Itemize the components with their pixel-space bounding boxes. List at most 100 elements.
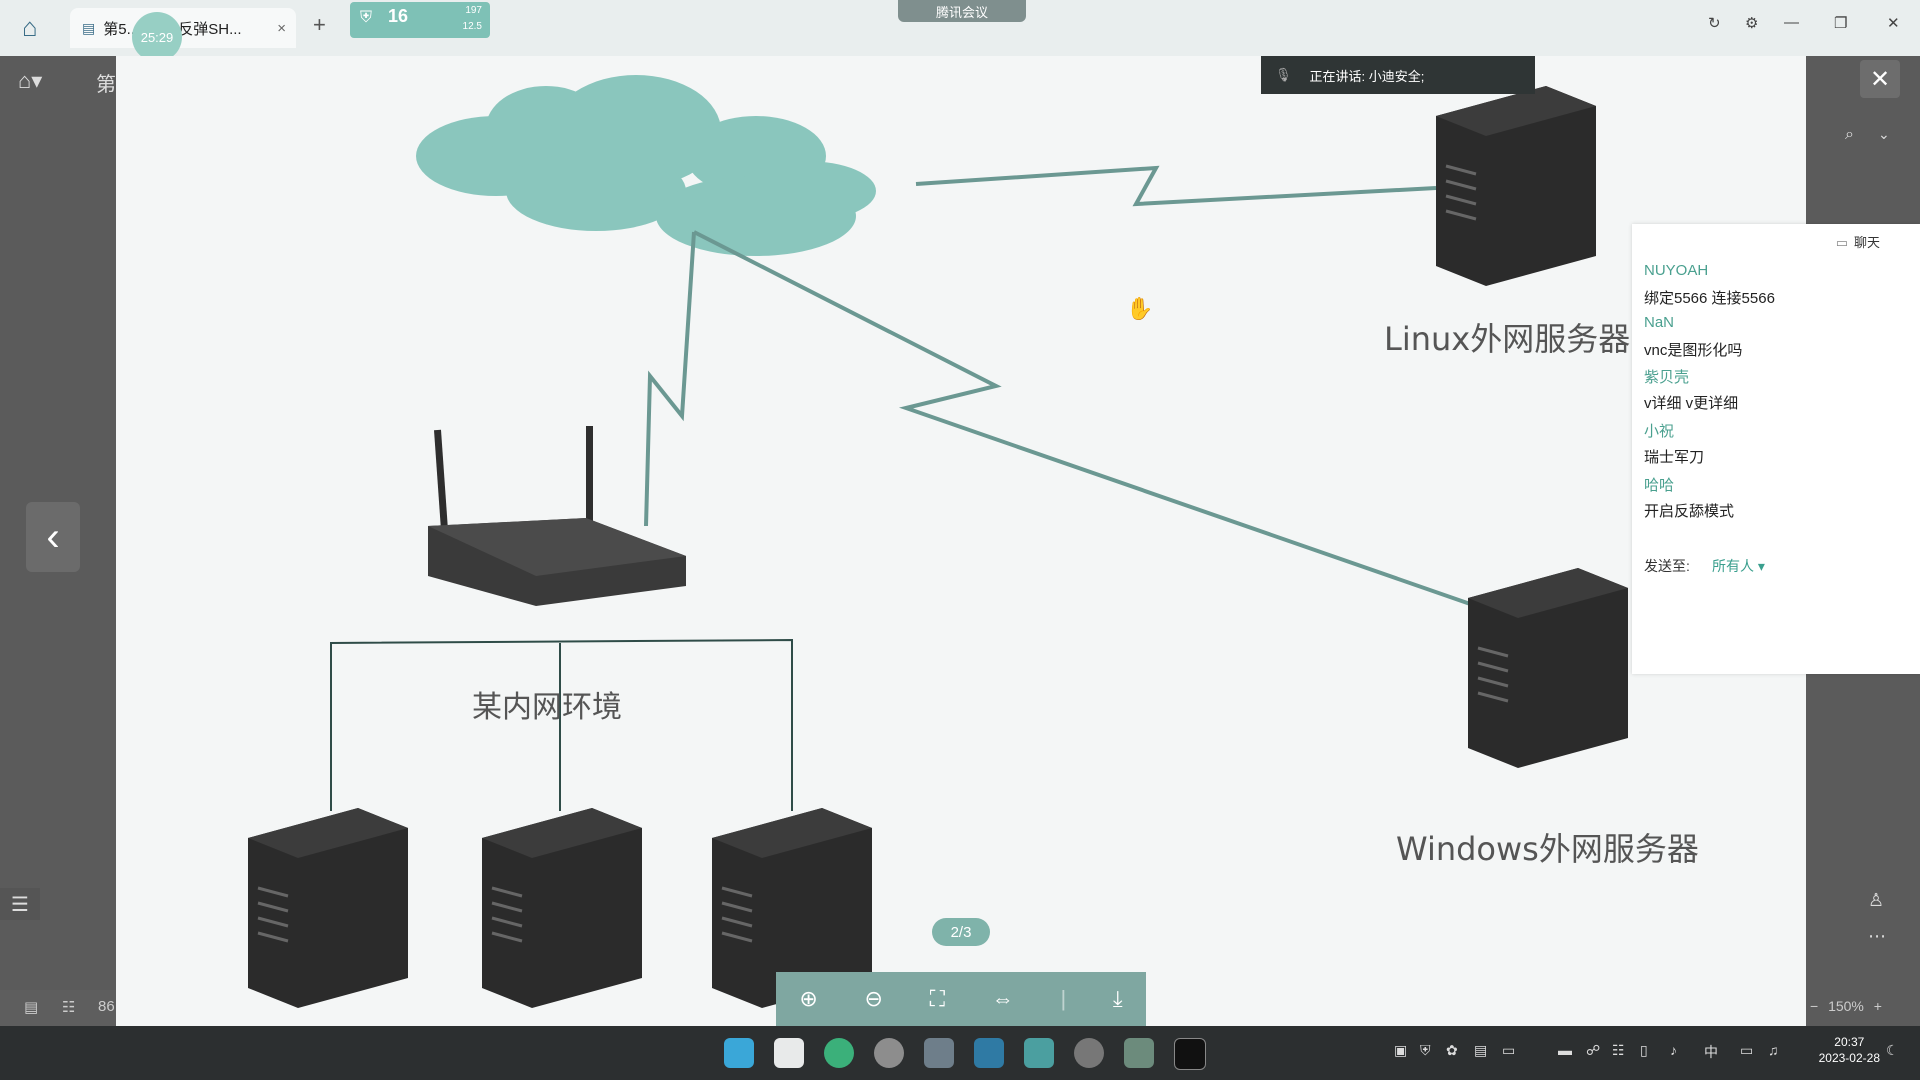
slides-app-icon[interactable] (974, 1038, 1004, 1068)
zoom-in-icon[interactable]: ⊕ (799, 986, 818, 1011)
monitor-tray-icon[interactable]: ▬ (1558, 1042, 1572, 1058)
refresh-icon[interactable]: ↻ (1708, 15, 1721, 32)
file-explorer-icon[interactable] (774, 1038, 804, 1068)
fit-width-icon[interactable]: ⇔ (991, 986, 1014, 1011)
viewer-toolbar: ⊕ ⊖ ⛶ ⇔ | ⤓ (776, 972, 1146, 1026)
meeting-badge[interactable]: 腾讯会议 (898, 0, 1026, 22)
close-viewer-button[interactable]: ✕ (1860, 60, 1900, 98)
settings-icon[interactable]: ⚙ (1745, 15, 1759, 32)
minimize-button[interactable]: — (1784, 14, 1799, 31)
chat-message: 瑞士军刀 (1644, 449, 1705, 466)
outline-button[interactable]: ☰ (0, 888, 40, 920)
microphone-icon: 🎙 (1275, 67, 1292, 82)
chat-message: vnc是图形化吗 (1644, 342, 1743, 359)
clock-date: 2023-02-28 (1818, 1051, 1880, 1065)
timer-badge: 25:29 (132, 12, 182, 62)
taskbar: ▣ ⛨ ✿ ▤ ▭ ▬ ☍ ☷ ▯ ♪ 中 ▭ ♫ 20:37 2023-02-… (0, 1026, 1920, 1080)
intranet-label: 某内网环境 (472, 690, 622, 725)
speaking-indicator: 🎙 正在讲话: 小迪安全; (1261, 56, 1535, 94)
server-icon-windows (1468, 568, 1628, 768)
server-icon-linux (1436, 86, 1596, 286)
chat-sender: NUYOAH (1644, 262, 1709, 279)
browser-tab[interactable]: ▤ 第5... 入门-反弹SH... × (70, 8, 296, 48)
slide-canvas: Linux外网服务器 Windows外网服务器 某内网环境 ✋ (116, 56, 1806, 1026)
server-icon-intranet-1 (248, 808, 408, 1008)
chat-message: 绑定5566 连接5566 (1644, 290, 1775, 307)
shirt-icon[interactable]: ♙ (1868, 890, 1885, 910)
gear-tray-icon[interactable]: ✿ (1446, 1042, 1458, 1058)
left-bottom-value: 86 (98, 998, 115, 1015)
app-icon[interactable] (924, 1038, 954, 1068)
maximize-button[interactable]: ❐ (1834, 15, 1848, 32)
server-icon-intranet-2 (482, 808, 642, 1008)
terminal-icon[interactable] (1174, 1038, 1206, 1070)
zoom-out-icon[interactable]: ⊖ (864, 986, 883, 1011)
link-router (644, 231, 696, 527)
search-icon[interactable]: ⌕ (1845, 126, 1854, 143)
notification-icon[interactable]: ☾ (1886, 1042, 1899, 1058)
layout-icon[interactable]: ☷ (62, 999, 76, 1016)
start-icon[interactable] (724, 1038, 754, 1068)
app-tray-icon[interactable]: ▤ (1474, 1042, 1488, 1058)
chat-message: 开启反舔模式 (1644, 503, 1735, 520)
network-diagram (248, 75, 1628, 1008)
cloud-icon (416, 75, 876, 256)
linux-server-label: Linux外网服务器 (1384, 320, 1631, 358)
clock[interactable]: 20:37 2023-02-28 (1819, 1034, 1880, 1066)
fullscreen-icon[interactable]: ⛶ (929, 986, 946, 1011)
tray-icon[interactable]: ▣ (1394, 1042, 1408, 1058)
steam-icon[interactable] (1074, 1038, 1104, 1068)
server-icon-intranet-3 (712, 808, 872, 1008)
chart-app-icon[interactable] (1024, 1038, 1054, 1068)
chrome-icon[interactable] (874, 1038, 904, 1068)
link-windows (693, 230, 1477, 608)
edge-browser-icon[interactable] (824, 1038, 854, 1068)
close-icon: ✕ (1869, 65, 1891, 93)
page-indicator: 2/3 (932, 918, 990, 946)
display-tray-icon[interactable]: ▭ (1502, 1042, 1516, 1058)
net-down-value: 12.5 (462, 21, 482, 32)
zoom-value: 150% (1828, 998, 1864, 1014)
zoom-plus-icon[interactable]: + (1873, 998, 1882, 1014)
network-tray-icon[interactable]: ☍ (1586, 1042, 1601, 1058)
zoom-minus-icon[interactable]: − (1810, 998, 1819, 1014)
new-tab-button[interactable]: + (313, 12, 326, 37)
shield-tray-icon[interactable]: ⛨ (1420, 1042, 1431, 1058)
link-linux (915, 165, 1437, 207)
meeting-label: 腾讯会议 (935, 4, 988, 20)
windows-server-label: Windows外网服务器 (1396, 830, 1699, 868)
mic-tray-icon[interactable]: ♪ (1670, 1042, 1677, 1058)
download-icon[interactable]: ⤓ (1112, 986, 1123, 1011)
speaking-text: 正在讲话: 小迪安全; (1309, 68, 1425, 84)
send-to-value: 所有人 (1712, 558, 1754, 574)
chat-header[interactable]: ▭聊天 (1836, 232, 1880, 251)
network-icon[interactable]: ▭ (1740, 1042, 1754, 1058)
send-to-label: 发送至: (1644, 558, 1690, 574)
grid-tray-icon[interactable]: ☷ (1612, 1042, 1625, 1058)
home-icon[interactable]: ⌂▾ (18, 68, 43, 93)
send-to-dropdown[interactable]: 所有人 ▾ (1712, 556, 1765, 576)
left-heading: 第 (96, 74, 116, 96)
page-icon[interactable]: ▤ (24, 999, 39, 1016)
hand-cursor-icon: ✋ (1126, 296, 1154, 321)
link-lines (644, 165, 1477, 608)
volume-icon[interactable]: ♫ (1768, 1042, 1779, 1058)
list-icon: ☰ (11, 893, 29, 916)
battery-tray-icon[interactable]: ▯ (1640, 1042, 1648, 1058)
chat-icon: ▭ (1835, 235, 1848, 250)
network-speed-widget: ⛨ 16 197 12.5 (350, 2, 490, 38)
previous-slide-button[interactable]: ‹ (26, 502, 80, 572)
chevron-down-icon[interactable]: ⌄ (1878, 126, 1890, 142)
toolbar-divider: | (1060, 986, 1067, 1011)
tab-close-button[interactable]: × (277, 19, 286, 37)
meeting-app-icon[interactable] (1124, 1038, 1154, 1068)
window-close-button[interactable]: ✕ (1887, 15, 1900, 32)
more-icon[interactable]: ⋯ (1868, 926, 1886, 946)
ime-indicator[interactable]: 中 (1704, 1044, 1718, 1060)
chat-panel: ▭聊天 NUYOAH 绑定5566 连接5566 NaN vnc是图形化吗 紫贝… (1632, 224, 1920, 674)
net-up-value: 197 (465, 5, 482, 16)
document-icon: ▤ (82, 19, 96, 36)
router-icon (428, 426, 686, 606)
chat-message: v详细 v更详细 (1644, 395, 1739, 412)
app-logo-icon: ⌂ (22, 12, 38, 42)
